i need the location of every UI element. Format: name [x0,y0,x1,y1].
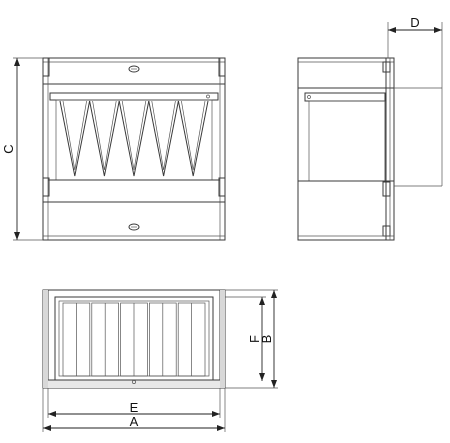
label-e: E [130,400,139,415]
dimension-b: B [225,289,278,389]
pleat-inner [151,100,176,171]
dimension-d: D [387,15,443,187]
pleat-inner [92,100,117,171]
side-view [297,57,395,241]
bolt-bottom-icon [128,223,140,231]
pleat [118,100,150,177]
dimension-f: F [225,296,266,381]
label-a: A [130,414,139,429]
label-c: C [1,144,16,153]
label-b: B [259,335,274,344]
front-view [42,57,226,241]
filter-panels [62,302,206,377]
pleat-inner [62,100,87,171]
top-view [42,289,226,389]
pleat-inner [121,100,147,171]
dimension-e: E [47,388,221,418]
label-f: F [247,335,262,343]
pleat-inner [181,100,206,171]
pleat [89,100,120,177]
dimension-a: A [42,388,226,432]
label-d: D [410,15,419,30]
pleat [177,100,209,177]
pleat [148,100,179,177]
pleat [59,100,91,177]
filter-pleats [59,100,209,177]
bolt-top-icon [128,65,140,73]
dimension-c: C [1,57,43,241]
